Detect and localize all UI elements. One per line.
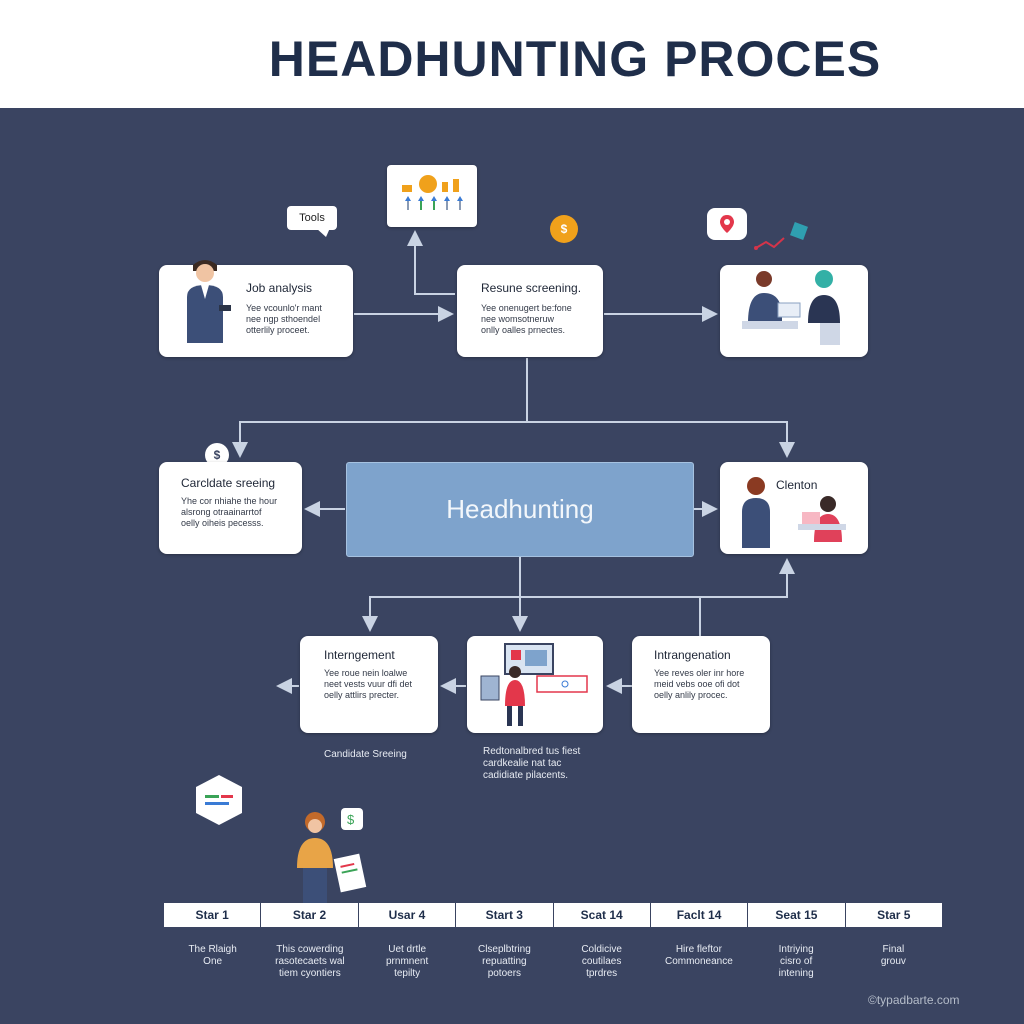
job-analysis-desc: Yee vcounlo'r mant nee ngp sthoendel ott… <box>246 303 322 335</box>
stage-description: Clseplbtring repuatting potoers <box>477 944 531 979</box>
card-presentation[interactable] <box>467 636 603 733</box>
stage-cell[interactable]: Star 5 <box>877 908 911 922</box>
client-meeting-icon <box>742 477 846 548</box>
card-meeting[interactable] <box>720 265 868 357</box>
analytics-card <box>387 165 477 227</box>
stage-cell[interactable]: Star 2 <box>261 903 359 927</box>
placement-caption: Redtonalbred tus fiest cardkealie nat ta… <box>483 746 581 781</box>
clenton-title: Clenton <box>776 478 818 492</box>
chat-hexagon-icon <box>196 775 242 825</box>
dollar-icon: $ <box>550 215 578 243</box>
watermark: ©typadbarte.com <box>868 993 960 1007</box>
stage-cell[interactable]: Seat 15 <box>748 903 846 927</box>
job-analysis-title: Job analysis <box>246 281 313 295</box>
stage-cell[interactable]: Star 1 <box>164 903 262 927</box>
resume-screening-title: Resune screening. <box>481 281 582 295</box>
candidate-sreeing-caption: Candidate Sreeing <box>324 749 407 760</box>
svg-text:$: $ <box>347 812 355 827</box>
card-interngement[interactable]: Interngement Yee roue nein loalwe neet v… <box>300 636 438 733</box>
stage-description: Final grouv <box>880 944 906 967</box>
resume-screening-desc: Yee onenugert be:fone nee womsotneruw on… <box>481 303 572 335</box>
connector-to-clenton-up <box>520 558 795 598</box>
stage-description: This cowerding rasotecaets wal tiem cyon… <box>275 944 345 979</box>
stage-cell[interactable]: Start 3 <box>456 903 554 927</box>
connector-resume-to-tools <box>407 230 455 295</box>
tools-label: Tools <box>299 212 325 224</box>
candidate-screening-title: Carcldate sreeing <box>181 476 276 490</box>
connector-branch-right <box>527 421 795 458</box>
headhunting-center-box[interactable]: Headhunting <box>346 462 694 557</box>
stage-cell[interactable]: Scat 14 <box>554 903 651 927</box>
meeting-people-icon <box>742 270 840 345</box>
analytics-icon <box>402 175 463 210</box>
location-pin-icon <box>720 215 734 233</box>
connector-branch-left <box>232 421 527 458</box>
interngement-title: Interngement <box>324 648 395 662</box>
dollar-symbol: $ <box>560 222 568 236</box>
interngement-desc: Yee roue nein loalwe neet vests vuur dfi… <box>324 668 413 700</box>
stage-cell[interactable]: Usar 4 <box>359 903 457 927</box>
stage-description: Intriying cisro of intening <box>778 944 814 979</box>
intrangenation-title: Intrangenation <box>654 648 731 662</box>
connection-squiggle-icon <box>754 222 808 250</box>
card-resume-screening[interactable]: Resune screening. Yee onenugert be:fone … <box>457 265 603 357</box>
stage-description: Hire fleftor Commoneance <box>664 944 733 967</box>
intrangenation-desc: Yee reves oler inr hore meid vebs ooe of… <box>654 668 745 700</box>
person-businessman-icon <box>187 260 231 343</box>
connector-to-interngement <box>362 596 520 632</box>
stage-description: The Rlaigh One <box>188 944 237 967</box>
tools-callout-tail <box>316 228 330 237</box>
headhunting-label: Headhunting <box>446 494 594 524</box>
card-clenton[interactable]: Clenton <box>720 462 868 554</box>
woman-with-document-icon: $ <box>297 808 367 904</box>
stage-description: Coldicive coutilaes tprdres <box>581 944 622 979</box>
card-candidate-screening[interactable]: Carcldate sreeing Yhe cor nhiahe the hou… <box>159 462 302 554</box>
tools-callout: Tools <box>287 206 337 230</box>
header-bar <box>0 0 1024 108</box>
location-callout <box>707 208 747 240</box>
card-job-analysis[interactable]: Job analysis Yee vcounlo'r mant nee ngp … <box>159 260 353 357</box>
stage-description: Uet drtle prnmnent tepilty <box>386 944 429 979</box>
dollar-badge-symbol: $ <box>213 448 221 462</box>
card-intrangenation[interactable]: Intrangenation Yee reves oler inr hore m… <box>632 636 770 733</box>
stage-cell[interactable]: Faclt 14 <box>651 903 749 927</box>
candidate-screening-desc: Yhe cor nhiahe the hour alsrong otraaina… <box>181 496 278 528</box>
page-title: HEADHUNTING PROCES <box>268 31 882 87</box>
presentation-person-icon <box>480 643 588 726</box>
